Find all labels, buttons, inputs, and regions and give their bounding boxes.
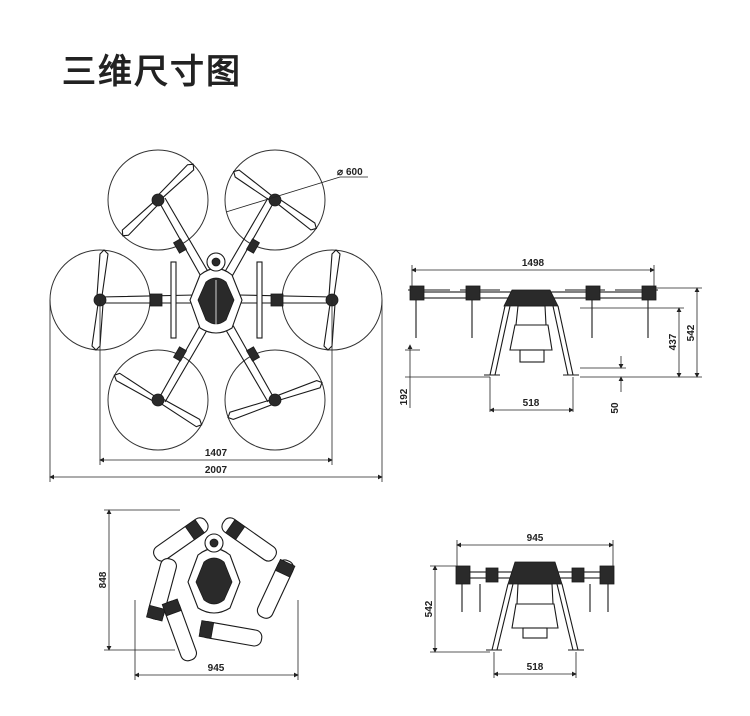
landing-rails bbox=[170, 261, 263, 339]
front-view: 1498 542 437 192 518 5 bbox=[399, 258, 702, 414]
dim-front-height: 542 bbox=[686, 324, 697, 341]
propeller-disc-bottom-left bbox=[107, 349, 209, 451]
dim-front-width: 1498 bbox=[522, 258, 545, 269]
top-dim-total: 2007 bbox=[49, 300, 383, 482]
top-view: ⌀ 600 1407 2007 bbox=[49, 149, 383, 482]
dim-folded-height: 848 bbox=[98, 571, 109, 588]
dim-folded-front-skid: 518 bbox=[527, 662, 544, 673]
folded-arms bbox=[146, 517, 296, 662]
folded-top-view: 848 945 bbox=[98, 509, 299, 680]
dim-front-clearance: 50 bbox=[610, 402, 621, 414]
central-body bbox=[189, 252, 243, 334]
propeller-disc-bottom-right bbox=[224, 349, 326, 451]
folded-front-dim-skid: 518 bbox=[493, 652, 577, 678]
dim-top-inner: 1407 bbox=[205, 448, 228, 459]
dim-folded-width: 945 bbox=[208, 663, 225, 674]
dim-front-leg: 192 bbox=[399, 388, 410, 405]
front-dim-skid: 518 bbox=[489, 377, 574, 413]
front-dim-body-height: 437 bbox=[580, 307, 684, 378]
front-dim-height: 542 bbox=[580, 287, 702, 378]
dim-prop-diameter: 600 bbox=[346, 167, 363, 178]
dim-front-body-height: 437 bbox=[668, 333, 679, 350]
propeller-disc-top-left bbox=[107, 149, 209, 251]
front-dim-clearance: 50 bbox=[580, 356, 626, 414]
top-dim-inner: 1407 bbox=[99, 300, 333, 465]
page-title: 三维尺寸图 bbox=[62, 52, 242, 92]
dim-folded-front-height: 542 bbox=[424, 600, 435, 617]
propeller-disc-top-right bbox=[224, 149, 326, 251]
dim-folded-front-width: 945 bbox=[527, 533, 544, 544]
arm-joints bbox=[149, 238, 284, 362]
folded-dim-height: 848 bbox=[98, 509, 180, 651]
prop-diameter-callout: ⌀ 600 bbox=[225, 167, 368, 213]
folded-dim-width: 945 bbox=[134, 600, 299, 680]
front-dim-leg: 192 bbox=[399, 344, 490, 408]
diameter-symbol: ⌀ bbox=[337, 167, 343, 178]
folded-front-dim-height: 542 bbox=[424, 565, 490, 653]
folded-front-dim-width: 945 bbox=[456, 533, 614, 566]
front-dim-width: 1498 bbox=[411, 258, 655, 288]
dim-top-total: 2007 bbox=[205, 465, 228, 476]
dim-front-skid: 518 bbox=[523, 398, 540, 409]
folded-front-view: 945 542 518 bbox=[424, 533, 615, 678]
